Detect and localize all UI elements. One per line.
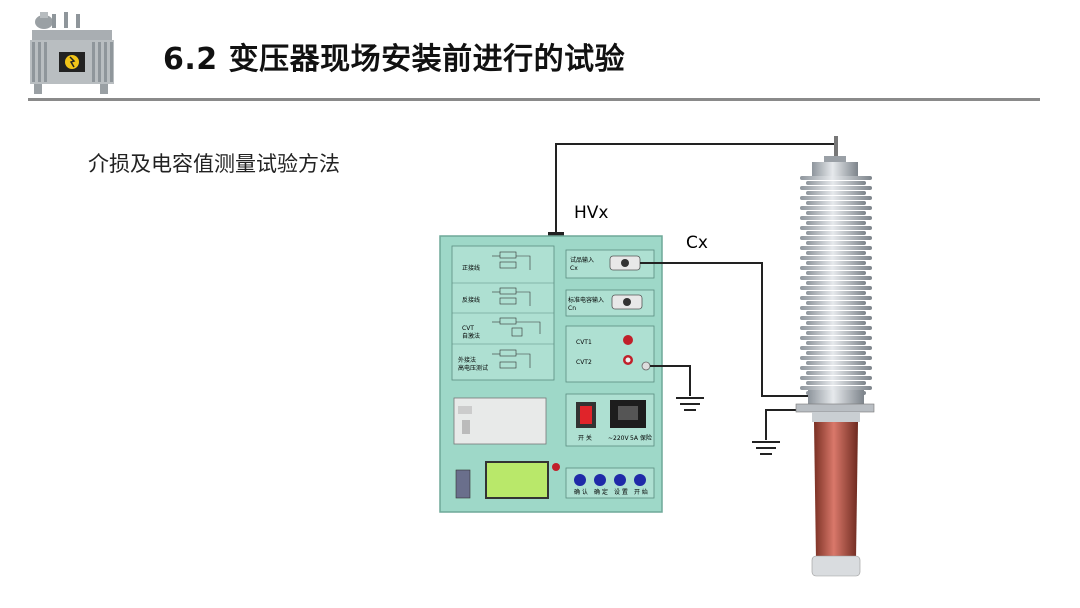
bushing-shed [806,311,866,315]
bushing-shed [800,256,872,260]
fuse-label: 5A 保险 [630,434,652,442]
start-button [634,474,646,486]
bushing [795,136,875,577]
bushing-shed [806,221,866,225]
bushing-shed [806,361,866,365]
serial-port [455,469,471,499]
bushing-shed [806,211,866,215]
bushing-shed [806,251,866,255]
bushing-shed [800,206,872,210]
power-switch-label: 开 关 [578,434,592,442]
bushing-shed [806,291,866,295]
indicator-led [552,463,560,471]
transformer-logo-icon [26,8,116,98]
bushing-shed [806,271,866,275]
bushing-shed [806,281,866,285]
panel-ground-symbol [676,397,704,411]
bushing-shed [800,186,872,190]
cvt-box [565,325,655,383]
bushing-shed [806,261,866,265]
cx-wire [640,262,808,397]
mode-label-1: 反接线 [462,296,480,304]
panel-ground-wire [650,365,691,396]
button-label-1: 确 定 [594,488,608,496]
button-label-3: 开 始 [634,488,648,496]
bushing-shed [800,196,872,200]
bushing-shed [806,321,866,325]
cvt1-label: CVT1 [576,339,592,346]
section-subtitle: 介损及电容值测量试验方法 [88,152,340,176]
bushing-shed [800,236,872,240]
bushing-ground-symbol [752,441,780,455]
setup-button [614,474,626,486]
page-title: 6.2 变压器现场安装前进行的试验 [163,42,626,77]
bushing-shed [800,266,872,270]
cvt2-label: CVT2 [576,359,592,366]
bushing-shed [806,201,866,205]
bushing-shed [800,306,872,310]
mode-label-3: 外接法高电压测试 [458,356,488,372]
cx-label: Cx [686,233,708,253]
bushing-ground-wire [765,409,806,440]
mode-schematics [492,251,541,369]
bushing-shed [806,351,866,355]
button-label-0: 确 认 [574,488,588,496]
bushing-shed [806,381,866,385]
ground-screw [641,361,651,371]
lcd-display [485,461,549,499]
bushing-shed [800,356,872,360]
bushing-shed [806,231,866,235]
voltage-label: ~220V [608,435,629,442]
header-divider [28,98,1040,101]
ok-button [594,474,606,486]
bushing-shed [800,366,872,370]
bushing-shed [806,371,866,375]
bushing-shed [806,301,866,305]
bushing-shed [800,286,872,290]
bushing-shed [806,331,866,335]
bushing-shed [800,326,872,330]
bushing-shed [800,296,872,300]
bushing-shed [806,241,866,245]
bushing-shed [800,386,872,390]
bushing-shed [800,226,872,230]
bushing-shed [800,336,872,340]
bushing-shed [806,191,866,195]
button-label-2: 设 置 [614,488,628,496]
mode-label-0: 正接线 [462,264,480,272]
bushing-shed [800,246,872,250]
confirm-button [574,474,586,486]
bushing-shed [800,276,872,280]
bushing-shed [800,216,872,220]
bushing-shed [800,316,872,320]
bushing-shed [800,176,872,180]
bushing-shed [806,181,866,185]
bushing-shed [806,341,866,345]
hv-terminal [548,232,564,238]
hvx-label: HVx [574,203,608,223]
bushing-shed [800,376,872,380]
bushing-shed [800,346,872,350]
cvt1-terminal [623,335,633,345]
